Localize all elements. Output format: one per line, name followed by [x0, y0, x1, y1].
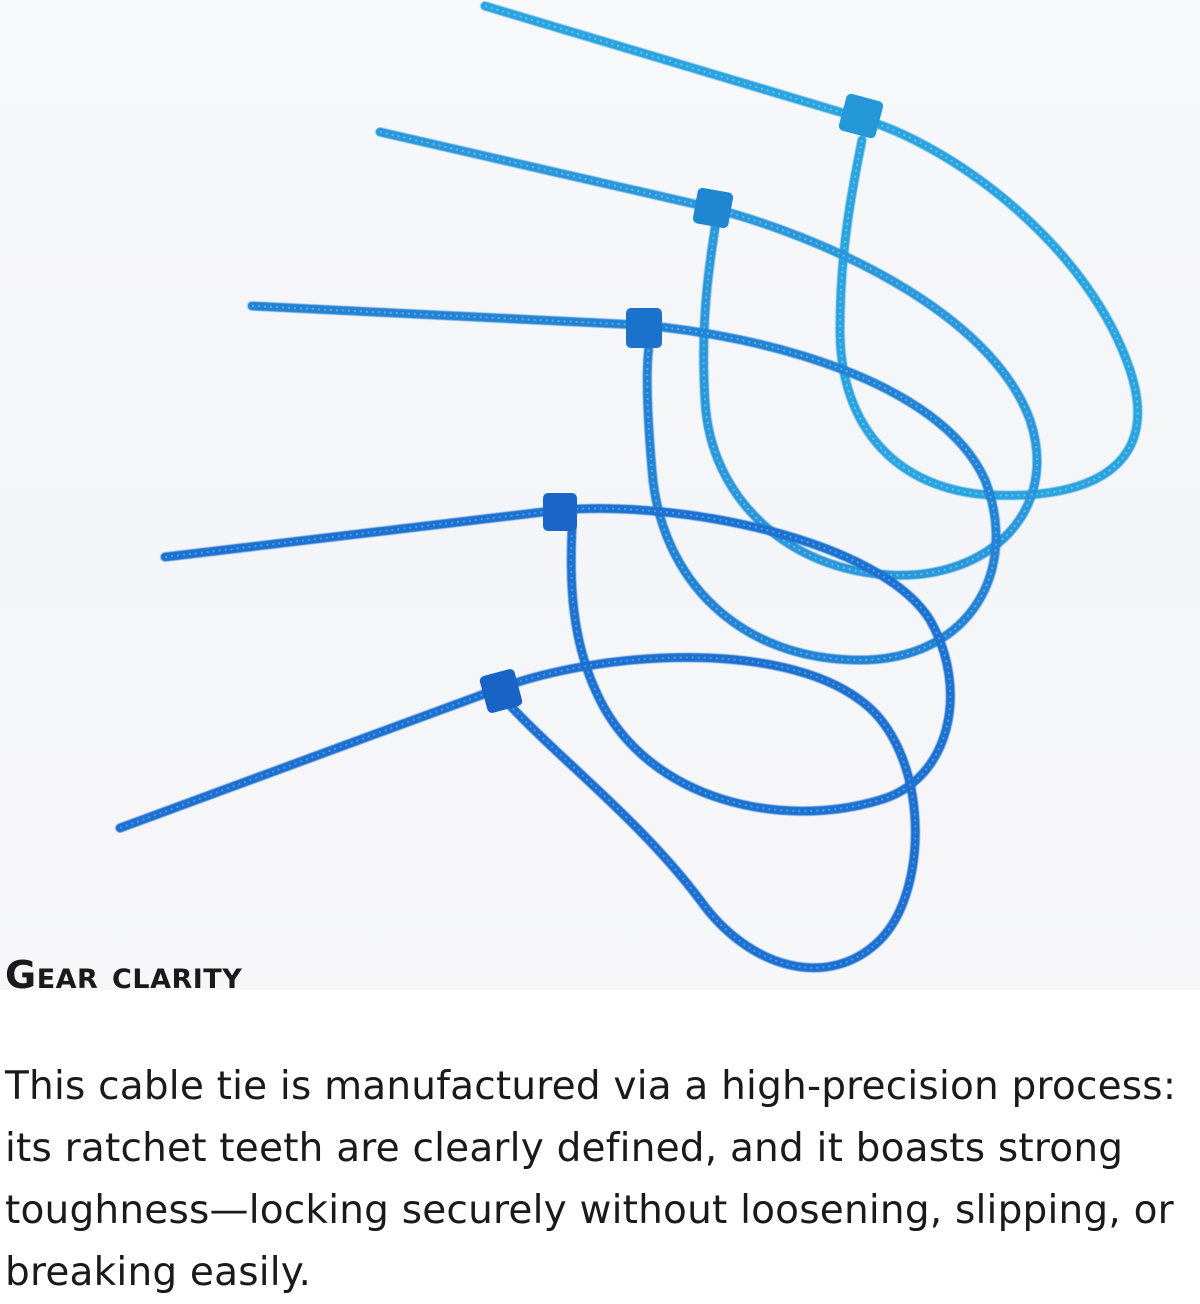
cable-ties-illustration	[115, 1, 1143, 973]
cable-tie-5	[115, 653, 920, 973]
section-heading: Gear clarity	[5, 953, 243, 997]
cable-tie-1	[480, 1, 1143, 500]
cable-tie-2	[375, 127, 1042, 580]
section-description: This cable tie is manufactured via a hig…	[5, 1064, 1177, 1295]
cable-tie-4	[160, 493, 955, 816]
cable-tie-3	[247, 301, 1001, 665]
product-photo	[0, 0, 1200, 990]
